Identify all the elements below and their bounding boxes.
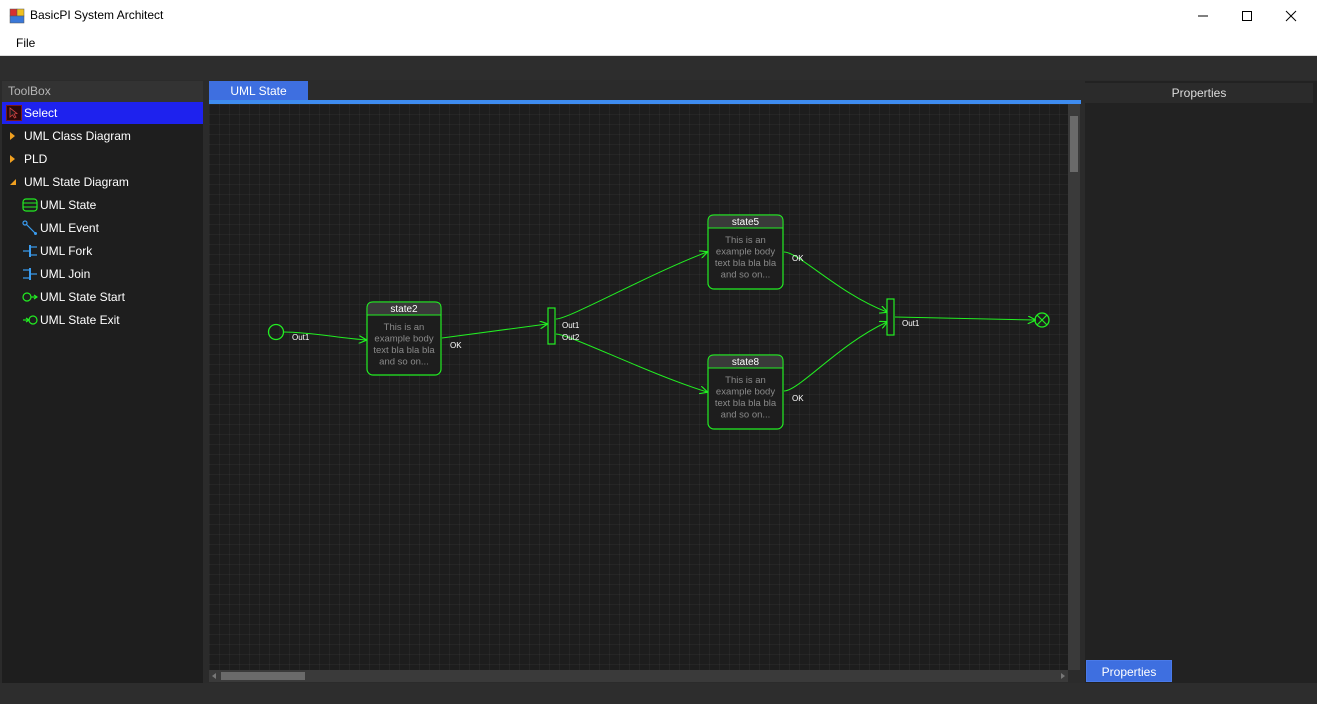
state-title: state5 — [732, 217, 760, 228]
toolbox-item-label: Select — [24, 106, 58, 120]
state-body-line: and so on... — [721, 410, 771, 421]
status-bar — [0, 683, 1317, 704]
toolbar-strip — [0, 56, 1317, 80]
state-start-node[interactable] — [267, 323, 285, 341]
transition-fork-state8[interactable] — [555, 333, 707, 392]
state-body-line: This is an — [725, 235, 766, 246]
tab-underline — [209, 100, 1081, 104]
toolbox-item-label: UML Class Diagram — [24, 129, 131, 143]
state-port-label: OK — [450, 341, 462, 350]
uml-state-start-icon — [22, 292, 38, 302]
state-body-line: and so on... — [721, 270, 771, 281]
transition-start-state2[interactable] — [283, 331, 366, 340]
state-diagram: Out1 state2 This is an example body text… — [267, 214, 1050, 430]
menu-file[interactable]: File — [16, 36, 36, 50]
transition-state5-join[interactable] — [783, 251, 887, 312]
menu-bar: File — [0, 31, 1317, 56]
transition-fork-state5[interactable] — [555, 252, 707, 320]
toolbox-item-label: UML Event — [40, 221, 99, 235]
toolbox-item-label: UML Fork — [40, 244, 93, 258]
toolbox-item-uml-event[interactable]: UML Event — [2, 217, 203, 239]
transition-state2-fork[interactable] — [441, 324, 547, 339]
scroll-left-icon[interactable] — [210, 672, 218, 680]
uml-state-exit-icon — [23, 315, 38, 325]
uml-event-icon — [22, 220, 37, 235]
state-exit-node[interactable] — [1034, 312, 1050, 328]
uml-fork-icon — [23, 245, 37, 257]
expand-arrow-icon — [10, 132, 15, 140]
state-body-line: This is an — [725, 375, 766, 386]
vertical-scrollbar[interactable] — [1068, 104, 1080, 670]
state-port-label: OK — [792, 394, 804, 403]
toolbox-item-uml-join[interactable]: UML Join — [2, 263, 203, 285]
maximize-icon — [1242, 10, 1252, 21]
toolbox-item-uml-state-exit[interactable]: UML State Exit — [2, 309, 203, 331]
toolbox-item-uml-state[interactable]: UML State — [2, 194, 203, 216]
horizontal-scrollbar-thumb[interactable] — [221, 672, 305, 680]
state-body-line: This is an — [384, 322, 425, 333]
state-node-state5[interactable]: state5 This is an example body text bla … — [707, 214, 784, 290]
fork-port-label: Out1 — [562, 321, 580, 330]
state-title: state2 — [390, 304, 418, 315]
properties-header: Properties — [1085, 83, 1313, 103]
state-body-line: text bla bla bla — [373, 345, 435, 356]
state-body-line: example body — [374, 334, 433, 345]
state-body-line: example body — [716, 387, 775, 398]
cursor-icon — [6, 105, 22, 121]
toolbox-item-uml-fork[interactable]: UML Fork — [2, 240, 203, 262]
transition-state8-join[interactable] — [783, 322, 887, 392]
toolbox-item-uml-state-start[interactable]: UML State Start — [2, 286, 203, 308]
toolbox-item-label: UML State Diagram — [24, 175, 129, 189]
vertical-scrollbar-thumb[interactable] — [1070, 116, 1078, 172]
close-button[interactable] — [1268, 0, 1314, 31]
start-port-label: Out1 — [292, 333, 310, 342]
fork-bar[interactable] — [547, 307, 556, 345]
toolbox-item-label: UML State Exit — [40, 313, 120, 327]
title-bar: BasicPI System Architect — [0, 0, 1317, 31]
collapse-arrow-icon — [10, 179, 16, 185]
expand-arrow-icon — [10, 155, 15, 163]
state-body-line: text bla bla bla — [715, 258, 777, 269]
fork-port-label: Out2 — [562, 333, 580, 342]
toolbox-item-uml-state-diagram[interactable]: UML State Diagram — [2, 171, 203, 193]
properties-panel — [1085, 81, 1317, 683]
toolbox-item-uml-class-diagram[interactable]: UML Class Diagram — [2, 125, 203, 147]
toolbox-item-label: UML State — [40, 198, 97, 212]
horizontal-scrollbar[interactable] — [209, 670, 1068, 682]
state-node-state2[interactable]: state2 This is an example body text bla … — [366, 301, 442, 376]
close-icon — [1285, 10, 1297, 21]
minimize-icon — [1198, 15, 1208, 16]
state-node-state8[interactable]: state8 This is an example body text bla … — [707, 354, 784, 430]
maximize-button[interactable] — [1224, 0, 1270, 31]
join-bar[interactable] — [886, 298, 895, 336]
toolbox-item-pld[interactable]: PLD — [2, 148, 203, 170]
window-title: BasicPI System Architect — [30, 8, 164, 22]
app-icon — [9, 8, 25, 24]
uml-state-icon — [22, 198, 38, 212]
toolbox-header: ToolBox — [2, 81, 203, 102]
state-title: state8 — [732, 357, 760, 368]
toolbox-item-label: UML Join — [40, 267, 91, 281]
toolbox-item-select[interactable]: Select — [2, 102, 203, 124]
state-body-line: example body — [716, 247, 775, 258]
transition-join-exit[interactable] — [894, 317, 1035, 320]
toolbox-item-label: UML State Start — [40, 290, 125, 304]
join-port-label: Out1 — [902, 319, 920, 328]
tab-uml-state[interactable]: UML State — [209, 81, 308, 101]
state-body-line: text bla bla bla — [715, 398, 777, 409]
minimize-button[interactable] — [1180, 0, 1226, 31]
scroll-right-icon[interactable] — [1059, 672, 1067, 680]
toolbox-item-label: PLD — [24, 152, 48, 166]
diagram-canvas[interactable]: Out1 state2 This is an example body text… — [209, 104, 1068, 670]
uml-join-icon — [23, 268, 37, 280]
toolbox-panel: ToolBox Select UML Class Diagram PLD UML… — [2, 81, 203, 683]
state-port-label: OK — [792, 254, 804, 263]
state-body-line: and so on... — [379, 357, 429, 368]
properties-tab-button[interactable]: Properties — [1086, 660, 1172, 682]
